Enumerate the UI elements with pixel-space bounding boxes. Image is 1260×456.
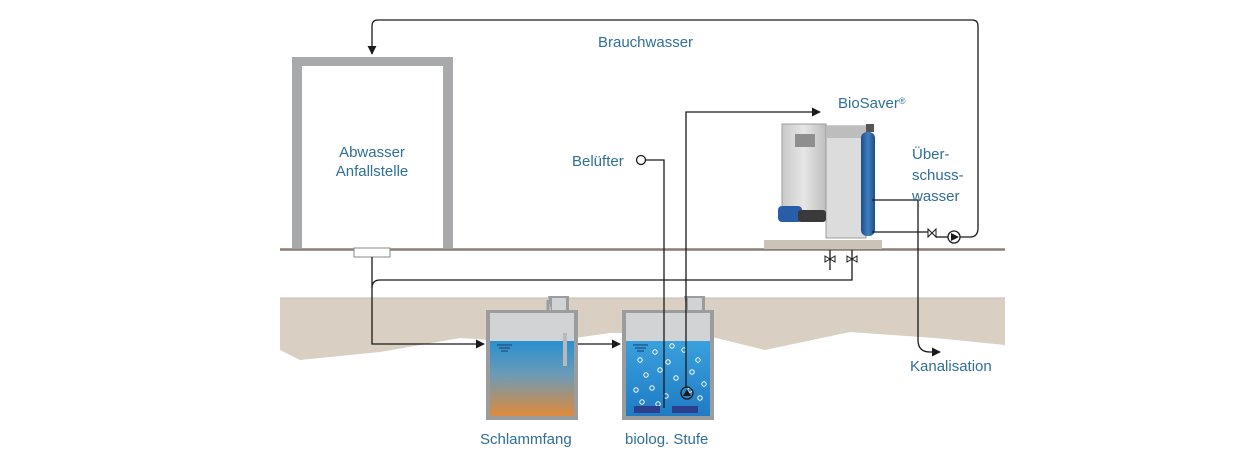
- valve-icon: [927, 227, 937, 239]
- schlammfang-tank: [486, 296, 578, 420]
- pipe-return-underground: [371, 250, 853, 289]
- aerator-plate-right: [672, 406, 698, 413]
- bio-stage-tank: [622, 296, 714, 420]
- label-brauchwasser: Brauchwasser: [598, 34, 694, 51]
- label-biosaver-text: BioSaver: [838, 95, 899, 112]
- label-ueberschuss-line2: schuss-: [912, 167, 964, 184]
- label-ueberschusswasser: Über- schuss- wasser: [912, 144, 964, 207]
- label-abwasser-line2: Anfallstelle: [335, 163, 409, 180]
- label-abwasser-anfallstelle: Abwasser Anfallstelle: [318, 143, 426, 181]
- floor-drain: [353, 247, 391, 258]
- building-frame: [292, 57, 453, 248]
- label-ueberschuss-line3: wasser: [912, 188, 960, 205]
- pipe-bio-to-biosaver: [685, 107, 821, 388]
- label-ueberschuss-line1: Über-: [912, 146, 950, 163]
- label-kanalisation: Kanalisation: [910, 358, 992, 375]
- label-biosaver: BioSaver®: [838, 94, 906, 113]
- label-beluefter: Belüfter: [572, 153, 624, 170]
- pipe-ueberschuss: [872, 199, 941, 357]
- label-schlammfang: Schlammfang: [480, 431, 572, 448]
- submersible-pump: [680, 386, 694, 400]
- beluefter-icon: [635, 154, 647, 166]
- aerator-plate-left: [634, 406, 660, 413]
- biosaver-unit: [764, 123, 882, 249]
- pipe-brauchwasser-return: [367, 19, 979, 238]
- label-abwasser-line1: Abwasser: [339, 144, 405, 161]
- label-biosaver-mark: ®: [898, 96, 906, 106]
- label-biolog-stufe: biolog. Stufe: [625, 431, 709, 448]
- pipe-beluefter: [646, 159, 665, 408]
